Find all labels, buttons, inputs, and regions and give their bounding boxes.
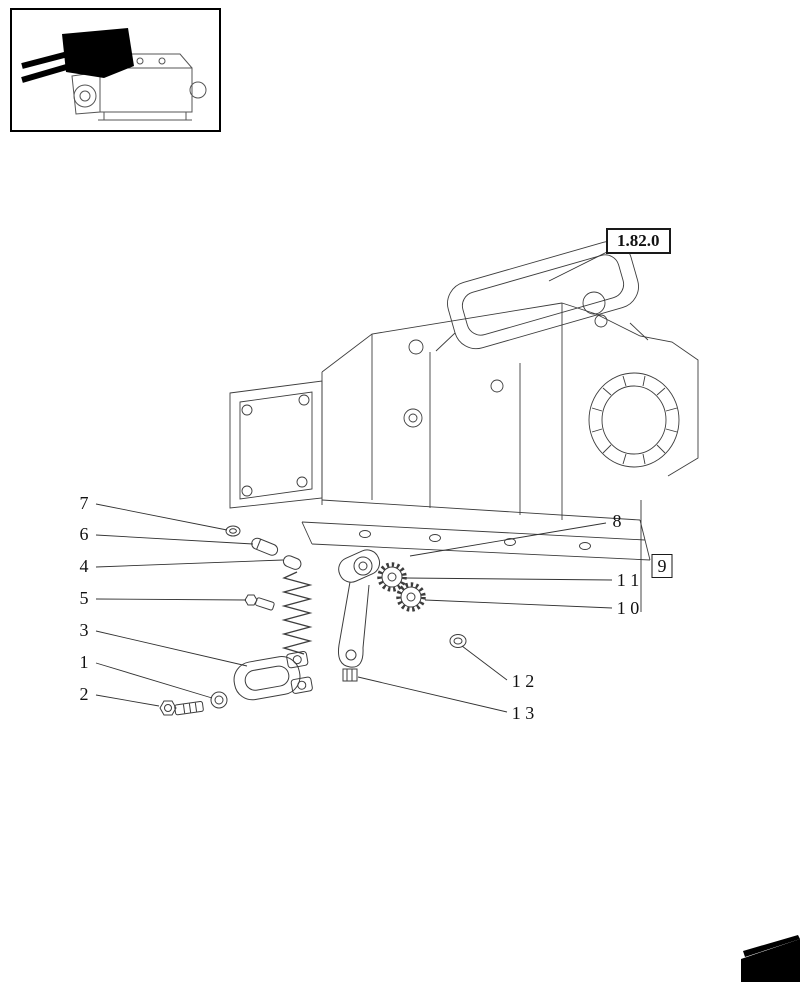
part-10-gear (396, 582, 426, 612)
thumb-lever-2 (21, 63, 71, 83)
page-corner-icon-drawing (741, 935, 800, 982)
leader-5 (95, 598, 247, 601)
callout-2[interactable]: 2 (79, 684, 89, 704)
part-2-bolt (159, 700, 204, 716)
leader-12 (461, 645, 508, 681)
part-11-gear (377, 562, 407, 592)
output-bore (561, 302, 699, 477)
callout-13[interactable]: 1 3 (511, 703, 535, 723)
callout-7[interactable]: 7 (79, 493, 89, 513)
leader-7 (95, 503, 228, 531)
part-1-washer (210, 691, 228, 709)
thumb-highlighted-area (62, 28, 134, 78)
callout-11[interactable]: 1 1 (616, 570, 640, 590)
leader-10 (424, 599, 613, 609)
leader-2 (95, 694, 160, 707)
part-6-pin (251, 537, 279, 556)
part-7-ring (225, 525, 241, 537)
assembly-location-thumbnail[interactable] (10, 8, 221, 132)
leader-reference (548, 251, 608, 282)
callout-12[interactable]: 1 2 (511, 671, 535, 691)
callout-6[interactable]: 6 (79, 524, 89, 544)
part-5-bolt (244, 594, 275, 611)
part-3-clamp (233, 650, 313, 701)
leader-8 (409, 522, 607, 557)
section-reference-box[interactable]: 1.82.0 (606, 228, 671, 254)
callout-3[interactable]: 3 (79, 620, 89, 640)
part-spring (281, 571, 313, 655)
housing-drawing (229, 240, 699, 561)
leader-lines (95, 251, 642, 713)
thumb-lever-1 (21, 51, 69, 69)
exploded-parts (159, 525, 467, 716)
part-13-clip (342, 668, 358, 682)
page-corner-icon[interactable] (740, 934, 802, 986)
callout-5[interactable]: 5 (79, 588, 89, 608)
callout-8[interactable]: 8 (612, 511, 622, 531)
callout-4[interactable]: 4 (79, 556, 89, 576)
callout-9[interactable]: 9 (651, 554, 673, 578)
leader-4 (95, 559, 284, 568)
leader-6 (95, 534, 254, 545)
left-plate (229, 380, 323, 509)
leader-1 (95, 662, 213, 699)
thumbnail-drawing (21, 28, 207, 121)
bottom-flange (301, 499, 651, 561)
part-12-bushing (449, 634, 467, 648)
part-8-lever (338, 549, 381, 668)
part-4-bushing (282, 555, 302, 570)
callout-1[interactable]: 1 (79, 652, 89, 672)
leader-3 (95, 630, 248, 667)
callout-10[interactable]: 1 0 (616, 598, 640, 618)
section-reference-label: 1.82.0 (617, 231, 660, 250)
leader-13 (357, 676, 508, 713)
leader-11 (405, 577, 613, 581)
